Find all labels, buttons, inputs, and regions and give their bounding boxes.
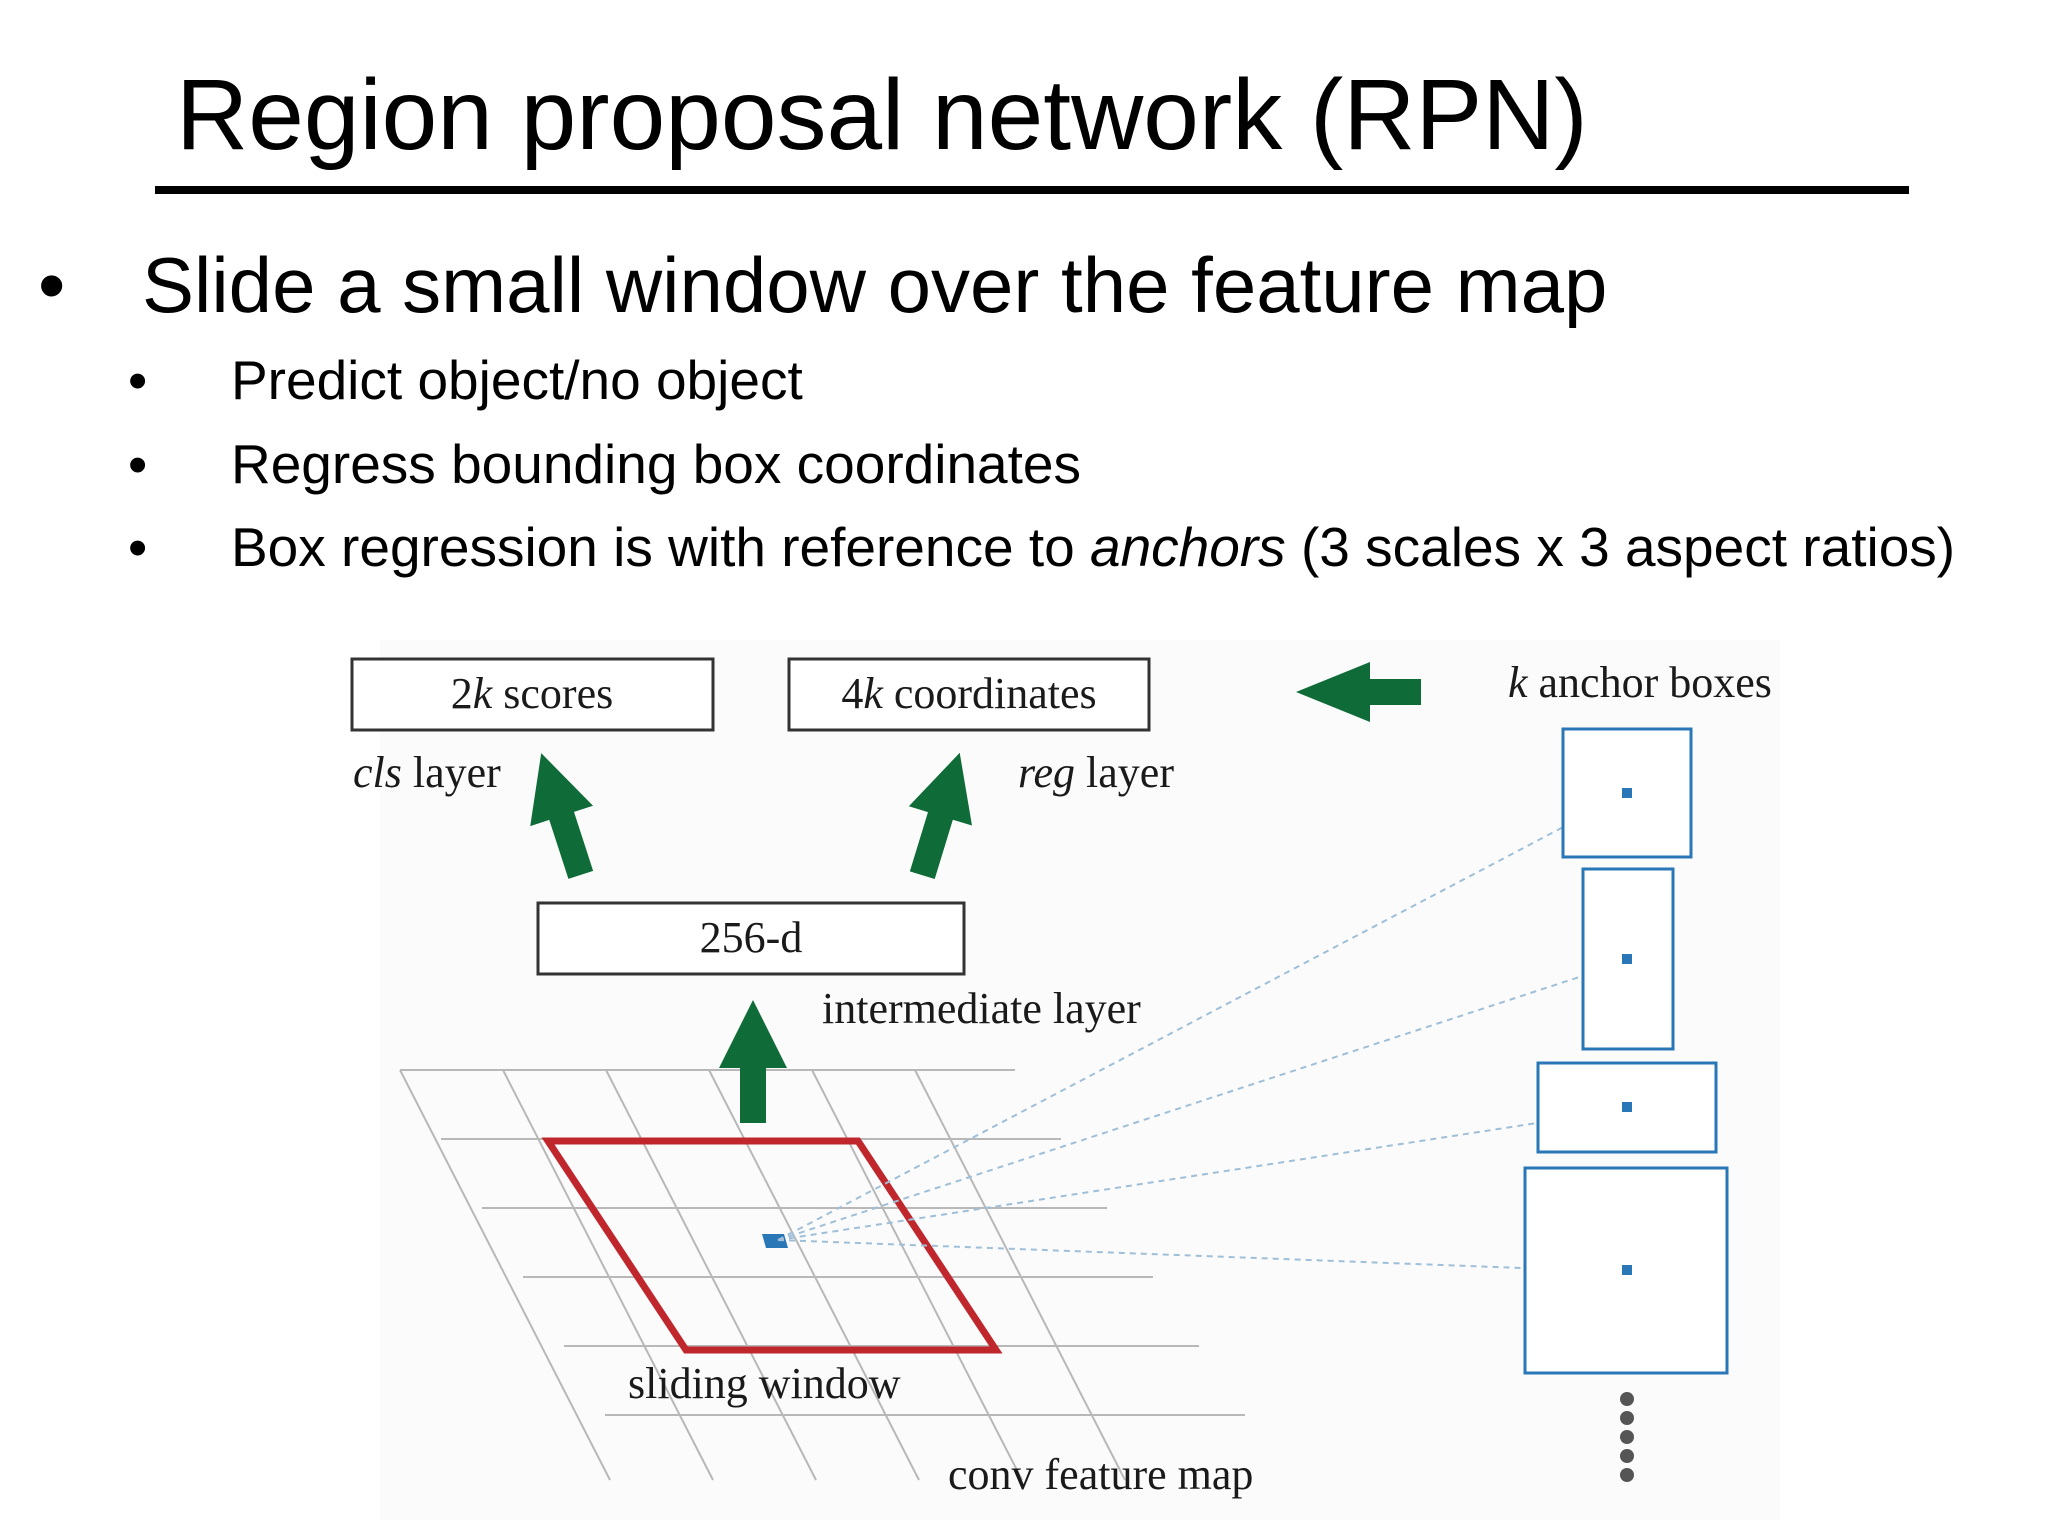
bullet-level1-marker: • — [38, 241, 66, 329]
cls-layer-label: cls layer — [353, 748, 501, 797]
coordinates-label: 4k coordinates — [841, 669, 1096, 718]
bullet-anchors-after: (3 scales x 3 aspect ratios) — [1285, 516, 1956, 578]
conv-feature-map-label: conv feature map — [948, 1450, 1253, 1499]
slide-title: Region proposal network (RPN) — [176, 59, 1588, 171]
reg-layer-label: reg layer — [1018, 748, 1174, 797]
sliding-window — [541, 1137, 1003, 1354]
sliding-window-label: sliding window — [628, 1359, 901, 1408]
bullet-level2-marker: • — [128, 349, 148, 411]
arrow-to-intermediate — [719, 1000, 787, 1123]
bullet-predict-object: Predict object/no object — [231, 349, 803, 411]
anchor-projection-lines — [777, 792, 1629, 1273]
bullet-anchors: Box regression is with reference to anch… — [231, 514, 1955, 580]
bullet-level2-marker: • — [128, 516, 148, 578]
anchor-centers — [1622, 788, 1632, 1275]
scores-label: 2k scores — [451, 669, 614, 718]
bullet-main: Slide a small window over the feature ma… — [142, 241, 1608, 329]
coordinates-box — [787, 657, 1151, 732]
arrow-to-cls — [530, 753, 594, 879]
intermediate-layer-label: intermediate layer — [822, 984, 1141, 1033]
bullet-anchors-emphasis: anchors — [1090, 516, 1286, 578]
more-anchors-ellipsis — [1620, 1392, 1634, 1482]
anchor-boxes-label: k anchor boxes — [1508, 658, 1772, 707]
bullet-anchors-before: Box regression is with reference to — [231, 516, 1090, 578]
arrow-from-anchors — [1296, 662, 1421, 722]
title-divider — [155, 186, 1909, 194]
bullet-level2-marker: • — [128, 433, 148, 495]
scores-box — [350, 657, 715, 732]
intermediate-box — [536, 901, 966, 976]
intermediate-box-label: 256-d — [700, 913, 803, 962]
bullet-regress-box: Regress bounding box coordinates — [231, 433, 1082, 495]
arrow-to-reg — [908, 752, 972, 880]
sliding-window-center — [762, 1234, 788, 1248]
